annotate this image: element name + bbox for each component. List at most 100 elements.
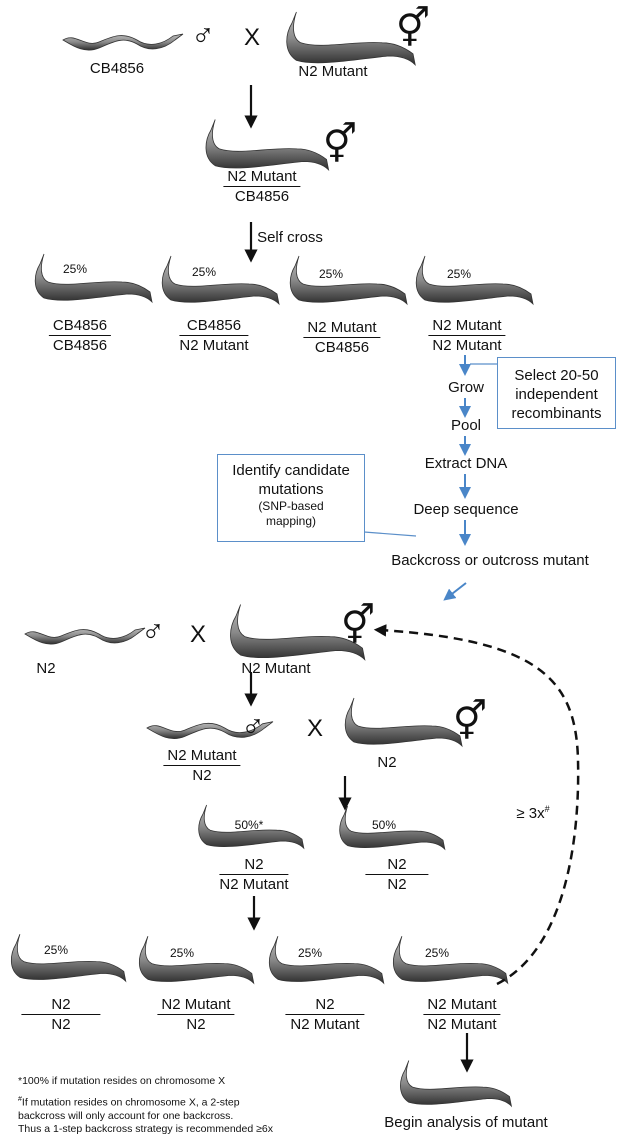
genotype-top: CB4856: [48, 317, 112, 336]
male-symbol: ♂: [241, 708, 265, 744]
male-worm-icon: [146, 721, 274, 740]
select-recombinants-box: Select 20-50 independent recombinants: [497, 357, 616, 429]
bc-f2-pct-4: 25%: [424, 946, 450, 960]
strain-label-n2-mutant: N2 Mutant: [241, 660, 311, 677]
footnote-hash-line2: backcross will only account for one back…: [18, 1109, 234, 1122]
identify-box-connector: [363, 531, 417, 537]
hermaphrodite-worm-icon: [34, 253, 153, 304]
male-worm-icon: [62, 33, 184, 51]
genotype-top: N2 Mutant: [223, 168, 301, 187]
genotype-top: N2: [285, 996, 365, 1015]
box-line: Identify candidate: [232, 462, 350, 479]
genotype-f2-2: CB4856 N2 Mutant: [179, 317, 249, 354]
hermaphrodite-worm-icon: [415, 255, 534, 306]
genotype-f2-3: N2 Mutant CB4856: [303, 319, 381, 356]
backcross-label: Backcross or outcross mutant: [391, 552, 589, 569]
hermaphrodite-worm-icon: [205, 119, 330, 172]
male-symbol: ♂: [141, 613, 165, 649]
box-line: Select 20-50: [514, 367, 599, 384]
genotype-f2-1: CB4856 CB4856: [48, 317, 112, 354]
footnote-hash-mark: #: [18, 1096, 22, 1103]
genotype-bottom: CB4856: [234, 188, 290, 205]
blue-arrow-diagonal: [443, 582, 467, 601]
self-cross-label: Self cross: [257, 229, 323, 246]
hermaphrodite-worm-icon: [344, 697, 463, 748]
strain-label-n2: N2: [377, 754, 397, 771]
genotype-bc-f2-3: N2 N2 Mutant: [285, 996, 365, 1033]
genotype-bottom: N2 Mutant: [290, 1016, 360, 1033]
bc-f1-pct-1: 50%*: [234, 818, 264, 832]
genotype-top: N2 Mutant: [428, 317, 506, 336]
genotype-bottom: N2: [387, 876, 407, 893]
footnote-hash-line3: Thus a 1-step backcross strategy is reco…: [18, 1122, 273, 1135]
repeat-label: ≥ 3x#: [516, 801, 549, 822]
genotype-bc-f1: N2 Mutant N2: [163, 747, 241, 784]
hermaphrodite-worm-icon: [400, 1060, 513, 1108]
genotype-f2-4: N2 Mutant N2 Mutant: [428, 317, 506, 354]
genotype-top: N2 Mutant: [163, 747, 241, 766]
cross-symbol: X: [189, 621, 207, 648]
genotype-bc-f1-progeny-2: N2 N2: [365, 856, 429, 893]
f2-pct-4: 25%: [446, 267, 472, 281]
box-line: mapping): [265, 514, 317, 528]
box-line: independent: [515, 386, 598, 403]
hermaphrodite-symbol: ⚥: [322, 124, 358, 166]
genotype-top: N2 Mutant: [303, 319, 381, 338]
genotype-top: N2: [365, 856, 429, 875]
hermaphrodite-symbol: ⚥: [452, 701, 488, 743]
genotype-top: N2 Mutant: [157, 996, 235, 1015]
genotype-bottom: N2: [192, 767, 212, 784]
genotype-bc-f2-2: N2 Mutant N2: [157, 996, 235, 1033]
footnote-star: *100% if mutation resides on chromosome …: [18, 1075, 226, 1087]
genotype-bottom: N2 Mutant: [427, 1016, 497, 1033]
step-deep-sequence: Deep sequence: [413, 501, 519, 518]
strain-label-n2: N2: [36, 660, 56, 677]
hermaphrodite-worm-icon: [198, 804, 305, 850]
hermaphrodite-worm-icon: [10, 934, 127, 983]
genotype-top: N2: [21, 996, 101, 1015]
hermaphrodite-worm-icon: [289, 255, 408, 306]
hermaphrodite-symbol: ⚥: [340, 605, 376, 647]
bc-f2-pct-2: 25%: [169, 946, 195, 960]
male-symbol: ♂: [191, 17, 215, 53]
box-line: recombinants: [511, 405, 602, 422]
genotype-bottom: CB4856: [314, 339, 370, 356]
genotype-bottom: N2 Mutant: [219, 876, 289, 893]
genotype-top: N2: [219, 856, 289, 875]
genotype-bc-f1-progeny-1: N2 N2 Mutant: [219, 856, 289, 893]
male-worm-icon: [24, 627, 146, 645]
genotype-f1: N2 Mutant CB4856: [223, 168, 301, 205]
genotype-bottom: N2: [186, 1016, 206, 1033]
f2-pct-3: 25%: [318, 267, 344, 281]
hermaphrodite-worm-icon: [286, 11, 416, 67]
cross-symbol: X: [243, 24, 261, 51]
genotype-bc-f2-4: N2 Mutant N2 Mutant: [423, 996, 501, 1033]
genotype-top: N2 Mutant: [423, 996, 501, 1015]
repeat-sup: #: [544, 804, 550, 814]
genotype-bottom: CB4856: [52, 337, 108, 354]
hermaphrodite-symbol: ⚥: [395, 8, 431, 50]
genotype-top: CB4856: [179, 317, 249, 336]
identify-mutations-box: Identify candidate mutations (SNP-based …: [217, 454, 365, 542]
hermaphrodite-worm-icon: [161, 255, 280, 306]
box-line: mutations: [258, 481, 324, 498]
box-line: (SNP-based: [258, 499, 324, 513]
step-pool: Pool: [450, 417, 482, 434]
footnote-hash: #If mutation resides on chromosome X, a …: [18, 1093, 273, 1136]
genotype-bottom: N2 Mutant: [432, 337, 502, 354]
hermaphrodite-worm-icon: [339, 805, 446, 851]
genotype-bottom: N2: [51, 1016, 71, 1033]
strain-label-n2-mutant: N2 Mutant: [298, 63, 368, 80]
repeat-text: ≥ 3x: [516, 805, 545, 822]
footnote-hash-line1: If mutation resides on chromosome X, a 2…: [21, 1096, 240, 1109]
genotype-bottom: N2 Mutant: [179, 337, 249, 354]
hermaphrodite-worm-icon: [230, 604, 366, 661]
hermaphrodite-worm-icon: [268, 936, 385, 985]
bc-f2-pct-1: 25%: [43, 943, 69, 957]
step-grow: Grow: [448, 379, 484, 396]
f2-pct-1: 25%: [62, 262, 88, 276]
hermaphrodite-worm-icon: [392, 936, 509, 985]
hermaphrodite-worm-icon: [138, 936, 255, 985]
